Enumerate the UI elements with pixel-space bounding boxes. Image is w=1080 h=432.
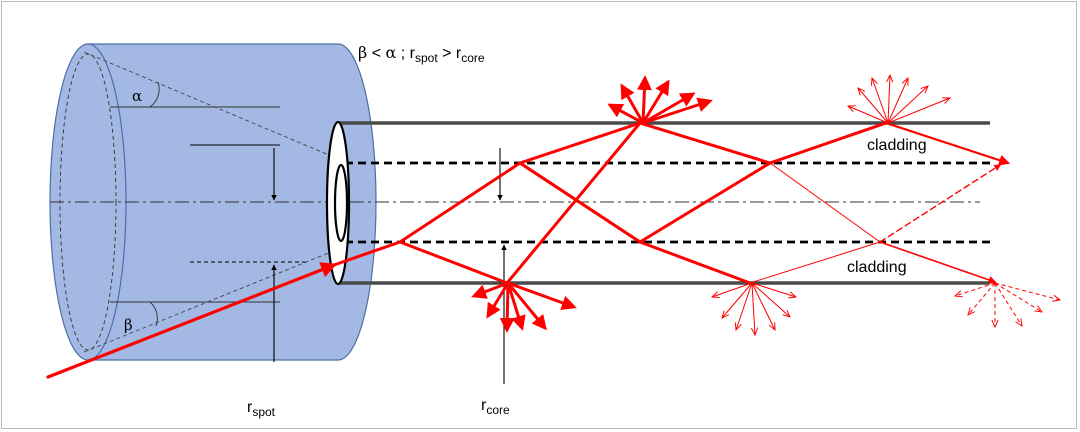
alpha-angle-marker bbox=[110, 81, 280, 327]
scatter-burst-bottom bbox=[471, 281, 577, 333]
lens-cylinder bbox=[49, 43, 980, 361]
scatter-burst-top bbox=[607, 75, 713, 125]
cone-lines bbox=[83, 51, 337, 353]
condition-label: β < α ; rspot > rcore bbox=[358, 43, 485, 65]
scatter-burst-thin-top bbox=[848, 75, 950, 124]
scatter-burst-thin-bottom bbox=[712, 282, 796, 335]
r-spot-marker bbox=[190, 144, 305, 362]
cladding-label-bottom: cladding bbox=[847, 259, 907, 276]
fiber bbox=[325, 120, 990, 286]
scatter-burst-dashed-end bbox=[955, 282, 1060, 327]
alpha-angle-label: α bbox=[132, 87, 142, 105]
r-spot-label: rspot bbox=[247, 399, 276, 419]
beta-angle-label: β bbox=[124, 316, 133, 334]
cladding-label-top: cladding bbox=[867, 137, 927, 154]
r-core-label: rcore bbox=[481, 397, 510, 417]
r-core-marker bbox=[497, 148, 507, 384]
